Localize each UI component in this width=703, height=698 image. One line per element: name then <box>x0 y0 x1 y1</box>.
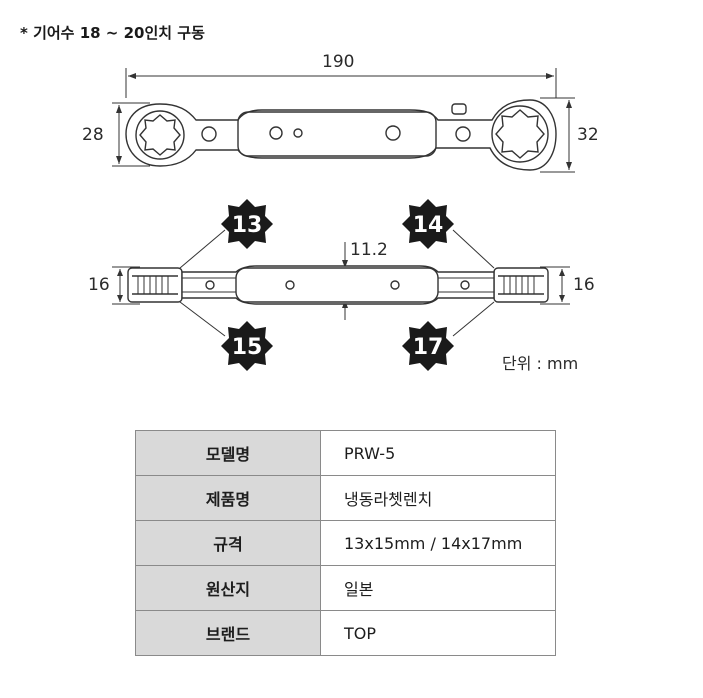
spec-value: PRW-5 <box>320 430 556 476</box>
size-label-13: 13 <box>232 213 263 238</box>
table-row: 규격 13x15mm / 14x17mm <box>135 520 556 566</box>
drive-note: * 기어수 18 ~ 20인치 구동 <box>20 24 205 42</box>
spec-value: 13x15mm / 14x17mm <box>320 520 556 566</box>
spec-key: 브랜드 <box>135 610 321 656</box>
spec-value: 일본 <box>320 565 556 611</box>
length-dimension: 190 <box>322 52 355 72</box>
spec-key: 규격 <box>135 520 321 566</box>
size-badge-13: 13 <box>221 199 273 249</box>
center-thickness-dimension: 11.2 <box>350 240 388 260</box>
spec-key: 원산지 <box>135 565 321 611</box>
left-width-dimension: 28 <box>82 125 104 145</box>
table-row: 브랜드 TOP <box>135 610 556 656</box>
spec-value: 냉동라쳇렌치 <box>320 475 556 521</box>
size-label-15: 15 <box>232 335 263 360</box>
size-label-17: 17 <box>413 335 444 360</box>
spec-key: 모델명 <box>135 430 321 476</box>
table-row: 원산지 일본 <box>135 565 556 611</box>
left-thickness-dimension: 16 <box>88 275 110 295</box>
size-badge-17: 17 <box>402 321 454 371</box>
spec-value: TOP <box>320 610 556 656</box>
spec-key: 제품명 <box>135 475 321 521</box>
wrench-side-view <box>112 229 570 337</box>
spec-table: 모델명 PRW-5 제품명 냉동라쳇렌치 규격 13x15mm / 14x17m… <box>135 430 556 656</box>
table-row: 제품명 냉동라쳇렌치 <box>135 475 556 521</box>
right-width-dimension: 32 <box>577 125 599 145</box>
size-badge-14: 14 <box>402 199 454 249</box>
wrench-diagram: 13 14 15 17 <box>112 68 575 371</box>
table-row: 모델명 PRW-5 <box>135 430 556 476</box>
wrench-top-view <box>112 68 575 173</box>
size-badge-15: 15 <box>221 321 273 371</box>
right-thickness-dimension: 16 <box>573 275 595 295</box>
unit-label: 단위 : mm <box>502 354 579 373</box>
size-label-14: 14 <box>413 213 444 238</box>
